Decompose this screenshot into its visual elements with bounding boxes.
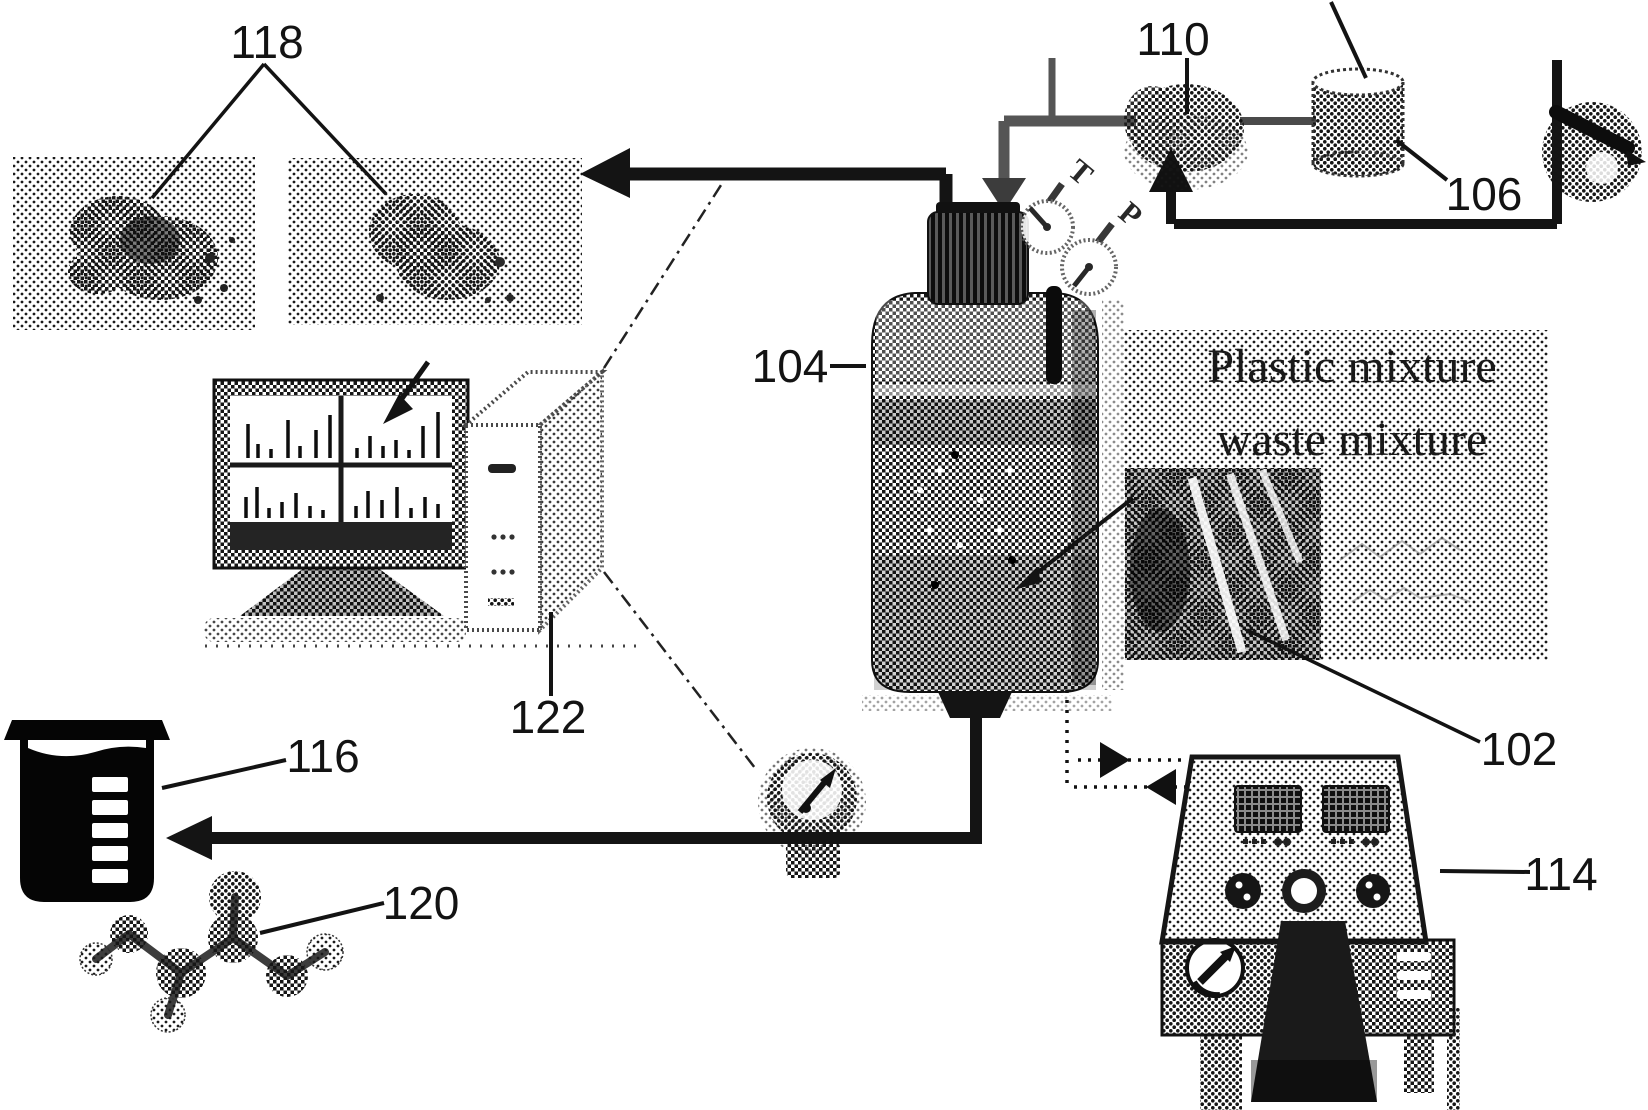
temperature-gauge-icon: T: [1019, 152, 1101, 255]
granulator-leg-right: [1404, 1035, 1434, 1093]
product-pipe: [166, 714, 982, 860]
arrow-to-monitor-head: [383, 394, 413, 424]
label-122: 122: [510, 691, 587, 743]
tower-power-slot: [488, 464, 516, 473]
arrow-waste-to-reactor-head: [1014, 568, 1042, 590]
signal-line-to-gauge: [603, 571, 756, 769]
label-110: 110: [1136, 13, 1209, 65]
screen-chart-q2: [355, 412, 440, 458]
pressure-gauge-icon: P: [1060, 194, 1149, 296]
vapor-outlet-pipe: [580, 148, 953, 228]
monitor: [204, 378, 470, 642]
product-arrow-head: [166, 816, 212, 860]
product-beaker: [4, 720, 170, 902]
waste-photo: [1125, 468, 1321, 660]
leader-118-right: [262, 62, 388, 196]
sample-image-right: [288, 158, 582, 325]
granulator-leg-left: [1200, 1035, 1242, 1110]
waste-panel-title-line2: waste mixture: [1217, 413, 1488, 466]
signal-line-to-pipe: [602, 181, 725, 369]
valve-handle: [1549, 105, 1635, 155]
feed-pipes: [982, 58, 1316, 212]
atom: [209, 871, 261, 923]
screen-chart-q4: [354, 487, 440, 518]
arrow-waste-to-reactor: [1026, 496, 1135, 582]
beaker-liquid-surface: [28, 740, 146, 757]
feed-arrow-into-reactor: [982, 178, 1026, 212]
atom: [306, 933, 344, 971]
reactor-outlet: [938, 692, 1012, 718]
atom: [150, 997, 186, 1033]
granulator-panel: [1159, 754, 1429, 945]
reactor-vessel: [862, 202, 1124, 718]
leader-116: [161, 758, 287, 790]
reactor-dip-tube: [1046, 286, 1062, 384]
waste-panel: Plastic mixture waste mixture: [1123, 330, 1548, 660]
granulator-machine: [1159, 754, 1460, 1110]
granulator-knobs: [1225, 869, 1390, 913]
waste-panel-title-line1: Plastic mixture: [1207, 340, 1496, 393]
monitor-shadow: [204, 618, 466, 642]
label-116: 116: [286, 730, 359, 782]
feed-pump: [1124, 84, 1248, 190]
label-118: 118: [230, 16, 303, 68]
label-106: 106: [1446, 168, 1523, 220]
label-102: 102: [1481, 723, 1558, 775]
sample-image-left: [13, 157, 255, 330]
leader-114: [1439, 869, 1531, 874]
temperature-label: T: [1062, 152, 1101, 192]
recycle-link: [1065, 690, 1190, 805]
valve-icon: [1542, 102, 1646, 202]
liquid-level-line: [874, 384, 1096, 396]
recycle-arrow-right: [1100, 742, 1130, 778]
recycle-arrow-left: [1146, 769, 1176, 805]
solvent-canister: [1311, 67, 1405, 178]
tower-bay: [488, 598, 514, 606]
leader-106: [1394, 138, 1449, 182]
valve-arrow: [1626, 150, 1646, 166]
granulator-rod: [1447, 1008, 1460, 1110]
granulator-display-right: [1322, 785, 1390, 833]
monitor-stand: [240, 568, 444, 616]
label-120: 120: [383, 877, 460, 929]
leader-120: [259, 901, 385, 935]
atom: [79, 942, 113, 976]
molecule-model: [79, 871, 344, 1033]
pressure-label: P: [1112, 194, 1149, 233]
faint-structure-2: [1351, 586, 1471, 603]
label-118-leaders: [150, 62, 388, 200]
leader-102: [1246, 628, 1481, 744]
atom: [208, 913, 258, 963]
screen-chart-q3: [244, 487, 325, 518]
atom: [110, 915, 148, 953]
atom: [156, 948, 206, 998]
reactor-halo: [1102, 300, 1124, 690]
granulator-funnel: [1251, 921, 1377, 1102]
leader-118-left: [150, 62, 266, 200]
outlet-gauge-icon: [758, 748, 866, 878]
granulator-display-left: [1234, 785, 1302, 833]
atom: [266, 955, 308, 997]
computer-tower: [460, 367, 608, 635]
granulator-buttons: [1243, 838, 1379, 846]
vapor-arrow-head: [580, 148, 630, 198]
label-114: 114: [1524, 848, 1597, 900]
leader-from-top-edge: [1329, 1, 1368, 79]
label-104: 104: [752, 340, 829, 392]
reactor-cap: [927, 211, 1029, 305]
screen-chart-q1: [246, 415, 332, 458]
faint-structure-1: [1339, 536, 1461, 561]
